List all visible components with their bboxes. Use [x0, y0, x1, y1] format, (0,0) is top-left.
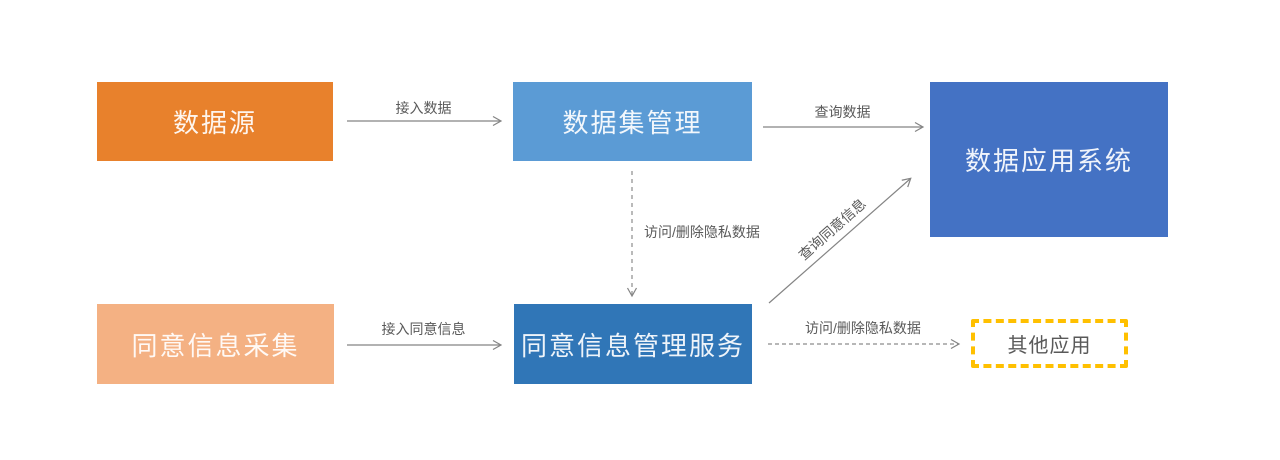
node-data-source-label: 数据源: [172, 108, 257, 138]
node-data-application-system-label: 数据应用系统: [964, 146, 1133, 176]
node-consent-info-collection-label: 同意信息采集: [131, 330, 300, 361]
edge-label-access-data: 接入数据: [395, 100, 452, 116]
edge-label-access-delete-private-right: 访问/删除隐私数据: [805, 320, 921, 336]
node-data-application-system: 数据应用系统: [930, 82, 1168, 237]
edge-query-consent-info-line: [768, 177, 912, 304]
node-other-applications: 其他应用: [971, 319, 1128, 368]
node-dataset-management-label: 数据集管理: [562, 108, 703, 138]
node-consent-management-service: 同意信息管理服务: [514, 304, 752, 384]
node-data-source: 数据源: [97, 82, 333, 161]
node-consent-management-service-label: 同意信息管理服务: [520, 330, 745, 361]
node-consent-info-collection: 同意信息采集: [97, 304, 334, 384]
edge-label-access-consent-info: 接入同意信息: [381, 321, 466, 337]
node-dataset-management: 数据集管理: [513, 82, 752, 161]
edge-label-query-data: 查询数据: [814, 104, 871, 120]
edge-label-access-delete-private-down: 访问/删除隐私数据: [644, 224, 760, 240]
node-other-applications-label: 其他应用: [1007, 335, 1092, 357]
